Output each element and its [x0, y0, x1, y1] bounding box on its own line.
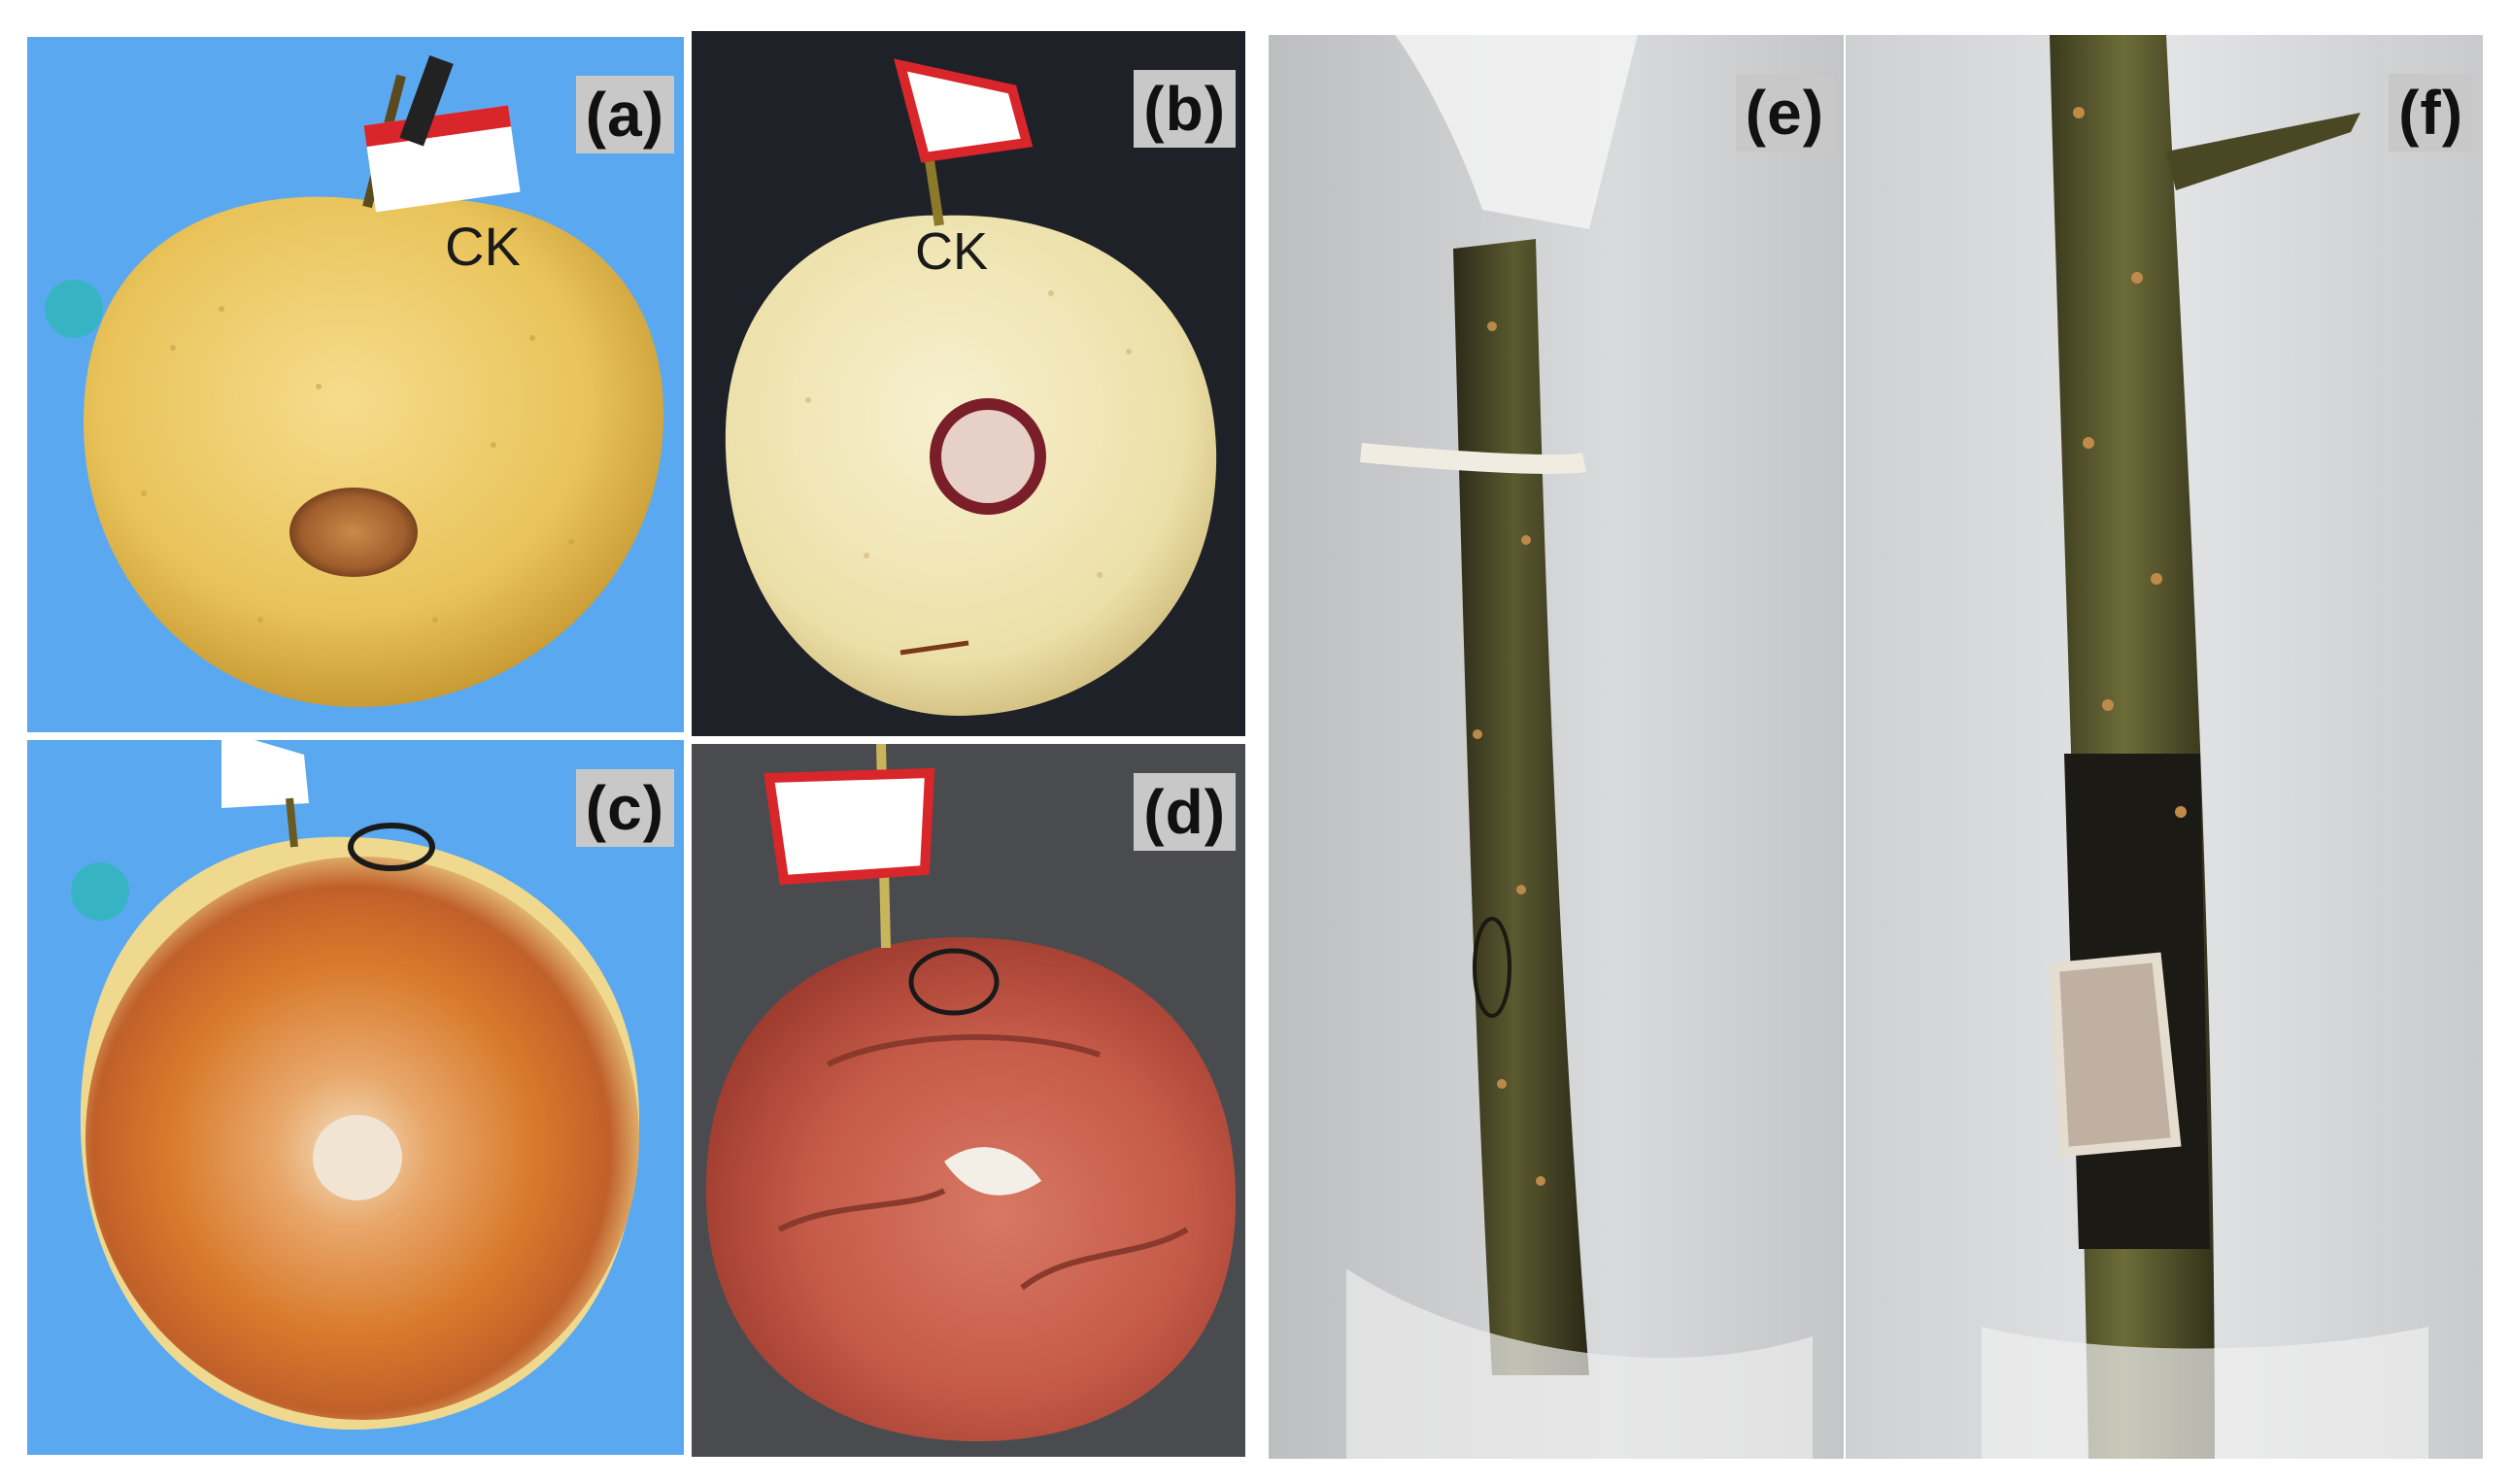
panel-f: (f)	[1846, 35, 2483, 1459]
svg-text:CK: CK	[915, 222, 988, 281]
panel-d: (d)	[692, 744, 1245, 1457]
panel-label: (e)	[1735, 74, 1834, 152]
pear-fruit-image: CK	[725, 58, 1217, 716]
svg-text:CK: CK	[445, 216, 521, 277]
panel-a: CK (a)	[27, 37, 684, 732]
panel-label: (d)	[1134, 773, 1236, 851]
pear-fruit-image	[705, 744, 1236, 1442]
panel-c: (c)	[27, 740, 684, 1455]
panel-label: (a)	[575, 76, 674, 153]
panel-label: (b)	[1134, 70, 1236, 148]
panel-e: (e)	[1269, 35, 1844, 1459]
pear-fruit-image: CK	[45, 54, 664, 707]
panel-label: (c)	[575, 769, 674, 847]
pear-branch-image	[1846, 35, 2483, 1459]
panel-label: (f)	[2389, 74, 2473, 152]
pear-fruit-image	[71, 740, 639, 1430]
pear-branch-image	[1269, 35, 1844, 1459]
panel-b: CK (b)	[692, 31, 1245, 736]
